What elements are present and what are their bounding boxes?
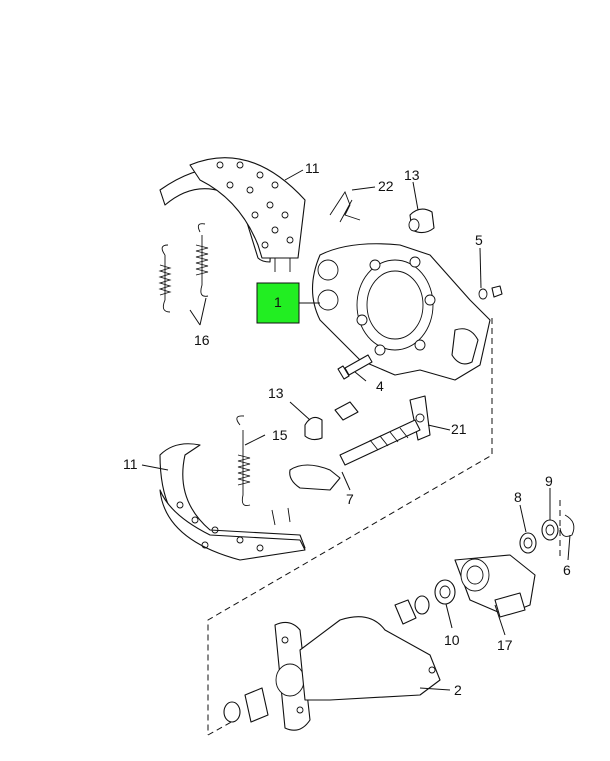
callout-13-upper: 13 [404, 167, 420, 183]
brake-shoe-upper[interactable] [159, 157, 306, 272]
callout-13-lower: 13 [268, 385, 284, 401]
return-springs[interactable] [158, 223, 209, 313]
callout-21: 21 [451, 421, 467, 437]
callout-10: 10 [444, 632, 460, 648]
callout-11-upper: 11 [305, 160, 320, 176]
callouts: 1 11 22 13 5 16 4 13 15 21 11 7 8 9 6 10… [123, 160, 571, 698]
highlight-box-1[interactable] [256, 282, 300, 324]
callout-5: 5 [475, 232, 483, 248]
callout-16: 16 [194, 332, 210, 348]
callout-17: 17 [497, 637, 513, 653]
leader-lines [141, 169, 571, 691]
brake-shoe-lower[interactable] [159, 443, 306, 561]
cam-bushing-lower[interactable] [304, 401, 359, 441]
callout-15: 15 [272, 427, 288, 443]
callout-4: 4 [376, 378, 384, 394]
callout-22: 22 [378, 178, 394, 194]
snap-ring-6[interactable] [559, 514, 575, 537]
callout-7: 7 [346, 491, 354, 507]
slack-adjuster[interactable] [454, 554, 536, 618]
callout-1: 1 [274, 294, 282, 310]
washer-9[interactable] [541, 519, 559, 541]
callout-11-lower: 11 [123, 456, 138, 472]
callout-2: 2 [454, 682, 462, 698]
callout-9: 9 [545, 473, 553, 489]
cam-spring[interactable] [236, 415, 251, 506]
camshaft-bracket[interactable] [274, 616, 441, 731]
callout-6: 6 [563, 562, 571, 578]
mounting-bolt[interactable] [337, 354, 373, 380]
washer-8[interactable] [519, 532, 537, 554]
camshaft[interactable] [289, 419, 421, 491]
callout-8: 8 [514, 489, 522, 505]
washer-10[interactable] [414, 579, 456, 615]
nut-washer[interactable] [478, 285, 503, 300]
retainer-clip[interactable] [329, 191, 361, 223]
brake-spider[interactable] [312, 243, 491, 381]
bracket-bushings[interactable] [223, 599, 417, 723]
dust-shield-plate[interactable] [409, 395, 431, 441]
anchor-bushing-upper[interactable] [408, 208, 435, 234]
